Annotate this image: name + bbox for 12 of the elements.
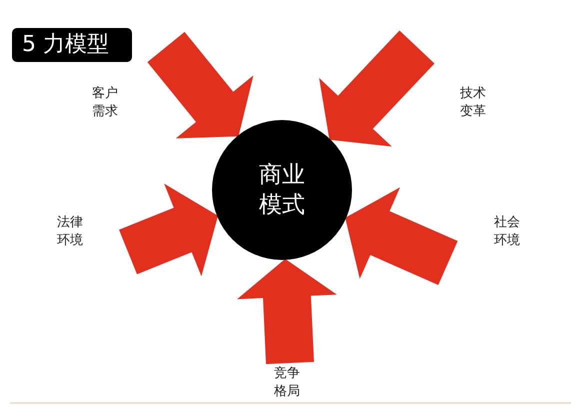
block-arrow [345,187,458,285]
force-label: 竞争格局 [274,365,300,401]
block-arrow [237,258,337,364]
block-arrow [119,184,218,276]
block-arrow [147,32,254,138]
force-label: 法律环境 [57,214,83,250]
force-label: 社会环境 [494,214,520,250]
block-arrow [319,30,434,146]
force-label: 客户需求 [92,85,118,121]
force-label: 技术变革 [460,85,486,121]
circle-label: 商业模式 [259,161,305,220]
title-banner: 5 力模型 [12,28,132,62]
